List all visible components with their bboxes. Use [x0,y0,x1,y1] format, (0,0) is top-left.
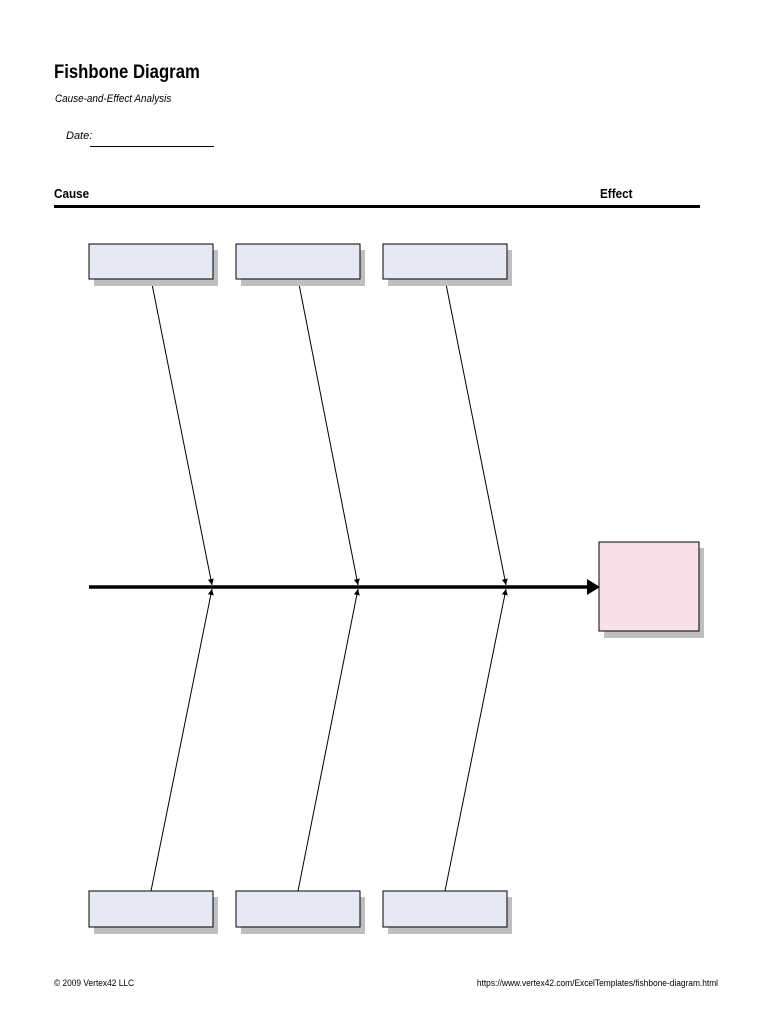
cause-box-bottom-2[interactable] [235,890,361,928]
footer-url[interactable]: https://www.vertex42.com/ExcelTemplates/… [476,978,718,989]
cause-box-top-3[interactable] [382,243,508,280]
cause-box-top-1[interactable] [88,243,214,280]
footer-copyright: © 2009 Vertex42 LLC [54,978,135,989]
effect-box[interactable] [598,541,700,632]
date-field-line[interactable] [90,146,214,147]
document-subtitle: Cause-and-Effect Analysis [55,93,172,105]
header-rule [54,205,700,208]
bone-line-bottom-2 [297,588,360,892]
date-label: Date: [66,130,93,142]
effect-header: Effect [600,186,633,201]
bone-line-top-3 [444,278,508,586]
cause-box-bottom-3[interactable] [382,890,508,928]
bone-line-bottom-1 [150,588,214,892]
document-title: Fishbone Diagram [54,62,200,83]
cause-box-top-2[interactable] [235,243,361,280]
cause-header: Cause [54,186,90,201]
cause-box-bottom-1[interactable] [88,890,214,928]
bone-line-top-1 [150,278,214,586]
bone-line-top-2 [297,278,360,586]
spine-arrowhead [587,579,600,595]
bone-line-bottom-3 [444,588,508,892]
